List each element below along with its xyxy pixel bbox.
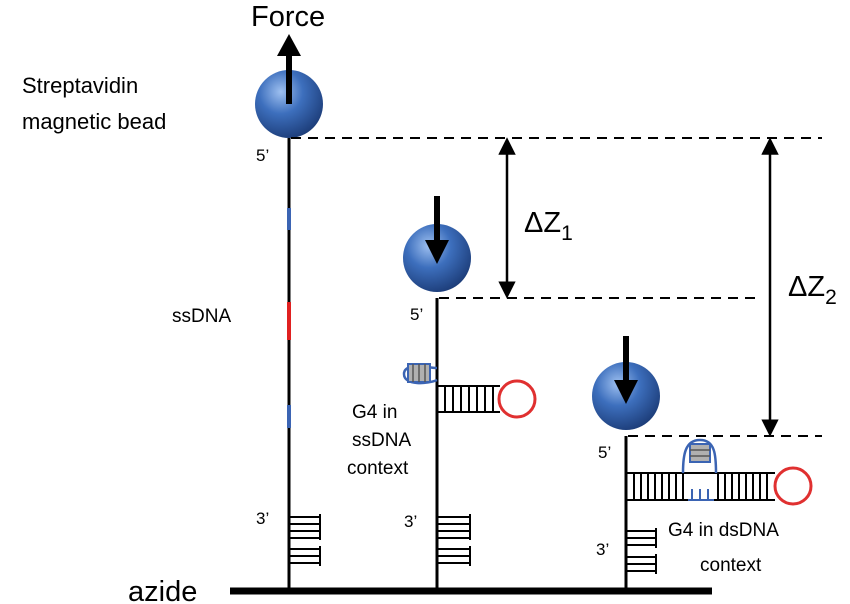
g4-quadruplex-icon [681, 438, 718, 474]
g4-ssdna-label-line3: context [347, 458, 409, 479]
hairpin-loop [773, 466, 813, 506]
tether-g4-ssdna: 5’ 3’ G4 in ssDNA context [347, 196, 537, 588]
hairpin-stem [437, 385, 500, 413]
delta-z1-arrow: ΔZ1 [498, 137, 573, 299]
g4-ssdna-label-line2: ssDNA [352, 430, 411, 451]
five-prime-label: 5’ [410, 305, 423, 324]
duplex-stem [626, 472, 775, 501]
five-prime-label: 5’ [256, 146, 269, 165]
g4-complement-segment [688, 489, 714, 501]
force-arrowhead [277, 34, 301, 56]
bead-label-line1: Streptavidin [22, 73, 138, 98]
hairpin-loop [497, 379, 537, 419]
g4-ssdna-label-line1: G4 in [352, 402, 397, 423]
force-arrowhead [614, 380, 638, 404]
anchor-duplex [626, 528, 657, 574]
g4-dsdna-label-line2: context [700, 555, 762, 576]
three-prime-label: 3’ [256, 509, 269, 528]
anchor-duplex [289, 514, 321, 566]
ssdna-label: ssDNA [172, 306, 231, 327]
reference-lines [291, 137, 822, 437]
tether-extended-ssdna: Force Streptavidin magnetic bead 5’ 3’ s… [22, 1, 325, 588]
bead-label-line2: magnetic bead [22, 109, 166, 134]
delta-z2-label: ΔZ2 [788, 271, 837, 309]
g4-dsdna-label-line1: G4 in dsDNA [668, 520, 779, 541]
force-label: Force [251, 1, 325, 33]
five-prime-label: 5’ [598, 443, 611, 462]
delta-z1-label: ΔZ1 [524, 207, 573, 245]
delta-z2-arrow: ΔZ2 [761, 137, 837, 437]
three-prime-label: 3’ [596, 540, 609, 559]
force-arrowhead [425, 240, 449, 264]
three-prime-label: 3’ [404, 512, 417, 531]
anchor-duplex [437, 514, 471, 566]
azide-surface: azide [128, 576, 712, 604]
tether-g4-dsdna: 5’ 3’ G4 in dsDNA context [592, 336, 813, 588]
g4-quadruplex-icon [402, 363, 438, 385]
azide-label: azide [128, 576, 197, 604]
